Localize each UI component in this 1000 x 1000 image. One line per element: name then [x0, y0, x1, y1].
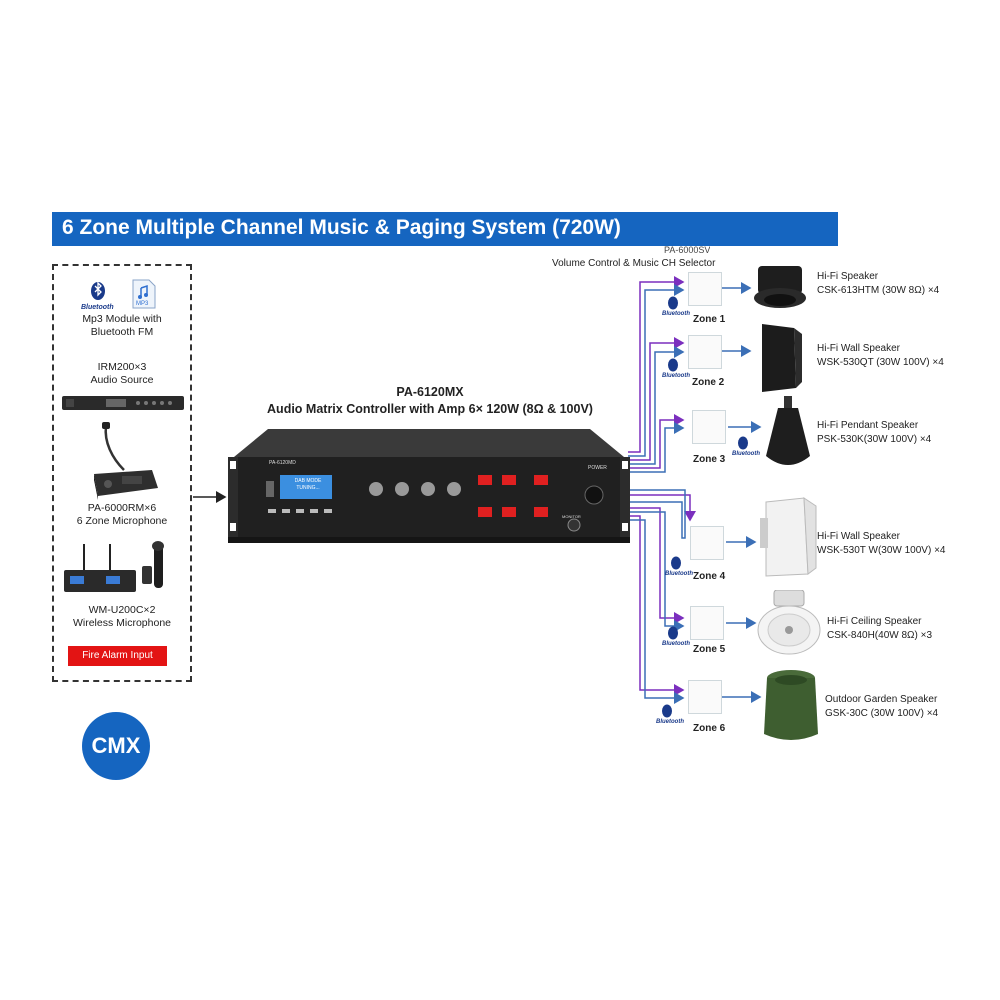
audio-source-rack-unit: [62, 394, 184, 412]
mp3-word: MP3: [136, 301, 149, 307]
audio-matrix-controller-image: [228, 427, 630, 545]
zone-4-speaker-model: WSK-530T W(30W 100V) ×4: [817, 545, 946, 556]
zone-5-bluetooth-icon: [667, 626, 679, 645]
zone-4-speaker-desc: Hi-Fi Wall Speaker WSK-530T W(30W 100V) …: [817, 530, 945, 558]
zone-4-bluetooth-icon: [670, 556, 682, 575]
controller-title: PA-6120MX Audio Matrix Controller with A…: [230, 384, 630, 418]
display-line-1: DAB MODE: [294, 478, 322, 484]
cmx-logo: CMX: [82, 712, 150, 780]
zone-2-speaker-model: WSK-530QT (30W 100V) ×4: [817, 357, 944, 368]
audio-source-label-2: Audio Source: [90, 374, 154, 386]
zone-1-bluetooth-word: Bluetooth: [662, 311, 690, 317]
zone-5-label: Zone 5: [693, 644, 726, 655]
zone-6-bluetooth-word: Bluetooth: [656, 719, 684, 725]
wireless-mic-label-1: WM-U200C×2: [88, 604, 156, 616]
zone-1-label: Zone 1: [693, 314, 726, 325]
microphone-label-1: PA-6000RM×6: [87, 502, 157, 514]
bluetooth-logo-icon: [80, 281, 116, 309]
zone-2-bluetooth-icon: [667, 358, 679, 377]
zone-5-ceiling-speaker-image: [756, 589, 822, 663]
zone-4-label: Zone 4: [693, 571, 726, 582]
display-line-2: TUNING...: [296, 485, 320, 491]
monitor-label: MONITOR: [562, 514, 581, 519]
zone-3-speaker-desc: Hi-Fi Pendant Speaker PSK-530K(30W 100V)…: [817, 419, 931, 447]
title-banner: [52, 212, 838, 246]
mp3-module-label-1: Mp3 Module with: [82, 313, 162, 325]
zone-2-wall-speaker-image: [756, 322, 804, 399]
diagram-title: 6 Zone Multiple Channel Music & Paging S…: [62, 216, 621, 239]
desk-microphone-image: [88, 422, 160, 500]
controller-model: PA-6120MX: [396, 385, 464, 399]
zone-1-bluetooth-icon: [667, 296, 679, 315]
audio-source-label-1: IRM200×3: [97, 361, 147, 373]
power-label: POWER: [588, 465, 607, 471]
zone-5-selector-panel: [690, 606, 724, 640]
fire-alarm-input-badge: Fire Alarm Input: [68, 646, 167, 666]
bluetooth-word: Bluetooth: [81, 304, 114, 311]
controller-display-screen: DAB MODE TUNING...: [284, 478, 332, 492]
zone-3-selector-panel: [692, 410, 726, 444]
zone-1-selector-panel: [688, 272, 722, 306]
zone-5-speaker-type: Hi-Fi Ceiling Speaker: [827, 616, 922, 627]
mp3-file-icon: [132, 279, 156, 309]
microphone-label-2: 6 Zone Microphone: [76, 515, 168, 527]
wireless-mic-label-2: Wireless Microphone: [72, 617, 172, 629]
zone-5-speaker-model: CSK-840H(40W 8Ω) ×3: [827, 630, 933, 641]
controller-description: Audio Matrix Controller with Amp 6× 120W…: [267, 402, 593, 416]
zone-1-speaker-type: Hi-Fi Speaker: [817, 271, 879, 282]
zone-2-speaker-desc: Hi-Fi Wall Speaker WSK-530QT (30W 100V) …: [817, 342, 944, 370]
zone-1-speaker-desc: Hi-Fi Speaker CSK-613HTM (30W 8Ω) ×4: [817, 270, 939, 298]
zone-6-label: Zone 6: [693, 723, 726, 734]
zone-5-bluetooth-word: Bluetooth: [662, 641, 690, 647]
audio-sources-box: [52, 264, 192, 682]
zone-2-bluetooth-word: Bluetooth: [662, 373, 690, 379]
zone-6-selector-panel: [688, 680, 722, 714]
zone-4-speaker-type: Hi-Fi Wall Speaker: [817, 531, 900, 542]
selector-model: PA-6000SV: [664, 246, 711, 255]
selector-description: Volume Control & Music CH Selector: [552, 258, 716, 269]
zone-6-speaker-type: Outdoor Garden Speaker: [825, 694, 938, 705]
zone-4-wall-speaker-image: [760, 496, 820, 585]
zone-6-speaker-desc: Outdoor Garden Speaker GSK-30C (30W 100V…: [825, 693, 938, 721]
zone-3-pendant-speaker-image: [764, 396, 812, 477]
zone-4-bluetooth-word: Bluetooth: [665, 571, 693, 577]
zone-3-speaker-model: PSK-530K(30W 100V) ×4: [817, 434, 932, 445]
zone-2-selector-panel: [688, 335, 722, 369]
zone-5-speaker-desc: Hi-Fi Ceiling Speaker CSK-840H(40W 8Ω) ×…: [827, 615, 932, 643]
zone-3-label: Zone 3: [693, 454, 726, 465]
zone-3-bluetooth-icon: [737, 436, 749, 455]
zone-1-speaker-model: CSK-613HTM (30W 8Ω) ×4: [817, 285, 940, 296]
wireless-microphone-image: [62, 540, 180, 596]
zone-6-bluetooth-icon: [661, 704, 673, 723]
faceplate-model-label: PA-6120MD: [269, 460, 296, 466]
zone-3-speaker-type: Hi-Fi Pendant Speaker: [817, 420, 919, 431]
mp3-module-label-2: Bluetooth FM: [90, 326, 154, 338]
zone-6-garden-speaker-image: [762, 668, 820, 749]
zone-2-speaker-type: Hi-Fi Wall Speaker: [817, 343, 900, 354]
zone-6-speaker-model: GSK-30C (30W 100V) ×4: [825, 708, 939, 719]
zone-2-label: Zone 2: [692, 377, 725, 388]
zone-4-selector-panel: [690, 526, 724, 560]
zone-3-bluetooth-word: Bluetooth: [732, 451, 760, 457]
zone-1-ceiling-speaker-image: [752, 262, 808, 321]
